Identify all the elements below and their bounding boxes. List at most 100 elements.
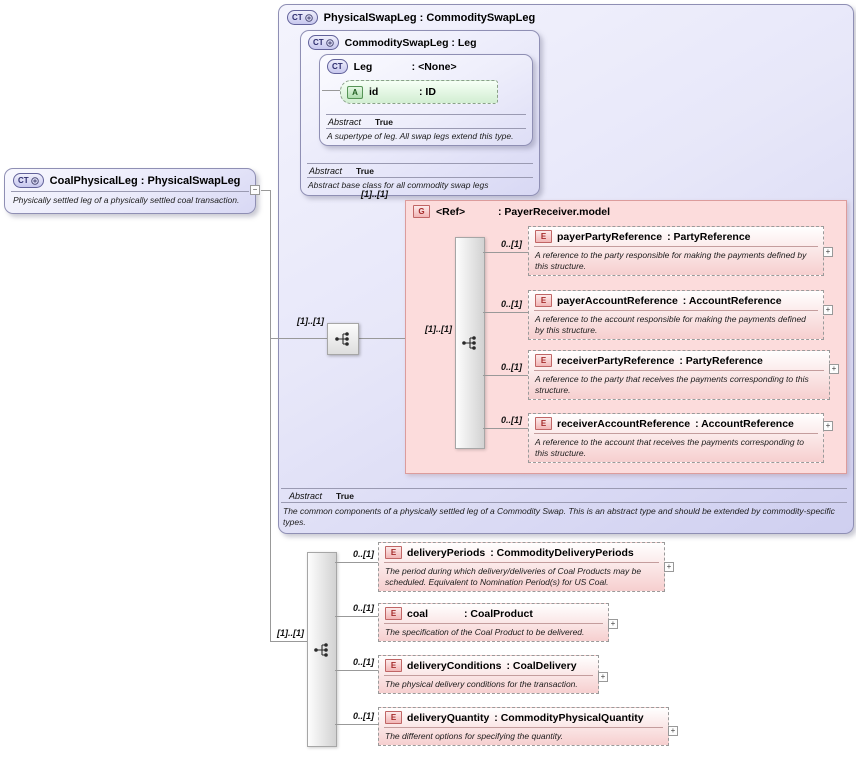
connector-line — [335, 616, 378, 617]
sequence-compositor-bar[interactable] — [307, 552, 337, 747]
divider — [326, 113, 526, 115]
plus-circle-icon — [304, 13, 313, 22]
element-type: : AccountReference — [682, 294, 782, 307]
element-name: receiverPartyReference — [557, 354, 675, 367]
box-header: CT Leg : <None> — [320, 55, 532, 76]
element-annotation: The period during which delivery/deliver… — [385, 566, 642, 587]
element-payerpartyreference[interactable]: E payerPartyReference : PartyReference A… — [528, 226, 824, 276]
box-header: CT PhysicalSwapLeg : CommoditySwapLeg — [279, 5, 853, 28]
cardinality-label: 0..[1] — [500, 299, 522, 309]
element-annotation: A reference to the party responsible for… — [535, 250, 807, 271]
element-annotation: The different options for specifying the… — [385, 731, 563, 741]
cardinality-label: 0..[1] — [352, 603, 374, 613]
physicalswapleg-facts: Abstract True The common components of a… — [281, 488, 847, 531]
expand-button[interactable]: + — [664, 562, 674, 572]
divider — [384, 562, 659, 563]
expand-button[interactable]: + — [823, 305, 833, 315]
complex-type-box-commodityswapleg[interactable]: CT CommoditySwapLeg : Leg CT Leg : <None… — [300, 30, 540, 196]
element-receiveraccountreference[interactable]: E receiverAccountReference : AccountRefe… — [528, 413, 824, 463]
connector-line — [483, 252, 528, 253]
complex-type-box-leg[interactable]: CT Leg : <None> A id : ID Abstract True … — [319, 54, 533, 146]
element-annotation: A reference to the account that receives… — [535, 437, 805, 458]
collapse-handle[interactable]: − — [250, 185, 260, 195]
expand-button[interactable]: + — [608, 619, 618, 629]
commodityswapleg-facts: Abstract True Abstract base class for al… — [301, 162, 539, 195]
divider — [281, 488, 847, 489]
connector-line — [483, 428, 528, 429]
element-name: coal — [407, 607, 429, 620]
element-type: : CoalDelivery — [506, 659, 577, 672]
box-title: CommoditySwapLeg : Leg — [344, 36, 477, 49]
element-name: payerPartyReference — [557, 230, 663, 243]
plus-circle-icon — [30, 176, 39, 185]
element-deliveryperiods[interactable]: E deliveryPeriods : CommodityDeliveryPer… — [378, 542, 665, 592]
element-deliveryconditions[interactable]: E deliveryConditions : CoalDelivery The … — [378, 655, 599, 694]
element-name: payerAccountReference — [557, 294, 678, 307]
divider — [326, 127, 526, 129]
connector-line — [483, 375, 528, 376]
connector-line — [335, 562, 378, 563]
element-name: receiverAccountReference — [557, 417, 691, 430]
sequence-compositor-bar[interactable] — [455, 237, 485, 449]
element-name: deliveryQuantity — [407, 711, 490, 724]
abstract-label: Abstract — [328, 116, 362, 127]
complex-type-icon: CT — [287, 10, 318, 25]
annotation: Abstract base class for all commodity sw… — [308, 179, 489, 190]
abstract-label: Abstract — [309, 165, 343, 176]
cardinality-label: 0..[1] — [500, 415, 522, 425]
box-title: CoalPhysicalLeg : PhysicalSwapLeg — [49, 174, 241, 187]
element-annotation: The specification of the Coal Product to… — [385, 627, 585, 637]
cardinality-label: 0..[1] — [500, 239, 522, 249]
abstract-value: True — [356, 165, 374, 176]
connector-line — [483, 312, 528, 313]
group-type: : PayerReceiver.model — [498, 205, 611, 218]
cardinality-label: 0..[1] — [352, 549, 374, 559]
divider — [534, 310, 818, 311]
element-coal[interactable]: E coal : CoalProduct The specification o… — [378, 603, 609, 642]
connector-line — [335, 724, 378, 725]
type-base: : <None> — [411, 60, 457, 73]
element-icon: E — [535, 354, 552, 367]
complex-type-icon: CT — [13, 173, 44, 188]
expand-button[interactable]: + — [823, 247, 833, 257]
complex-type-box-coalphysicalleg[interactable]: CT CoalPhysicalLeg : PhysicalSwapLeg Phy… — [4, 168, 256, 214]
element-annotation: A reference to the party that receives t… — [535, 374, 809, 395]
attribute-type: : ID — [419, 86, 436, 98]
cardinality-label: 0..[1] — [352, 711, 374, 721]
box-header: G <Ref> : PayerReceiver.model — [406, 201, 846, 220]
attribute-icon: A — [347, 85, 363, 99]
expand-button[interactable]: + — [823, 421, 833, 431]
expand-button[interactable]: + — [598, 672, 608, 682]
sequence-compositor-icon[interactable] — [327, 323, 359, 355]
element-icon: E — [385, 607, 402, 620]
element-type: : PartyReference — [679, 354, 763, 367]
leg-facts: Abstract True A supertype of leg. All sw… — [320, 113, 532, 145]
connector-line — [270, 190, 271, 642]
expand-button[interactable]: + — [829, 364, 839, 374]
abstract-label: Abstract — [289, 491, 323, 501]
cardinality-label: [1]..[1] — [277, 628, 304, 638]
element-name: deliveryPeriods — [407, 546, 486, 559]
annotation: A supertype of leg. All swap legs extend… — [327, 130, 514, 141]
element-receiverpartyreference[interactable]: E receiverPartyReference : PartyReferenc… — [528, 350, 830, 400]
box-title: PhysicalSwapLeg : CommoditySwapLeg — [323, 11, 536, 24]
element-annotation: The physical delivery conditions for the… — [385, 679, 578, 689]
divider — [384, 623, 603, 624]
divider — [307, 162, 533, 164]
element-type: : CommodityDeliveryPeriods — [490, 546, 634, 559]
box-header: CT CommoditySwapLeg : Leg — [301, 31, 539, 52]
connector-line — [271, 641, 307, 642]
element-icon: E — [385, 659, 402, 672]
divider — [281, 502, 847, 503]
connector-line — [261, 190, 271, 191]
element-payeraccountreference[interactable]: E payerAccountReference : AccountReferen… — [528, 290, 824, 340]
group-icon: G — [413, 205, 430, 218]
element-type: : CommodityPhysicalQuantity — [494, 711, 644, 724]
expand-button[interactable]: + — [668, 726, 678, 736]
attribute-id[interactable]: A id : ID — [340, 80, 498, 104]
attribute-connector-line — [322, 90, 340, 91]
element-deliveryquantity[interactable]: E deliveryQuantity : CommodityPhysicalQu… — [378, 707, 669, 746]
divider — [384, 675, 593, 676]
divider — [534, 433, 818, 434]
